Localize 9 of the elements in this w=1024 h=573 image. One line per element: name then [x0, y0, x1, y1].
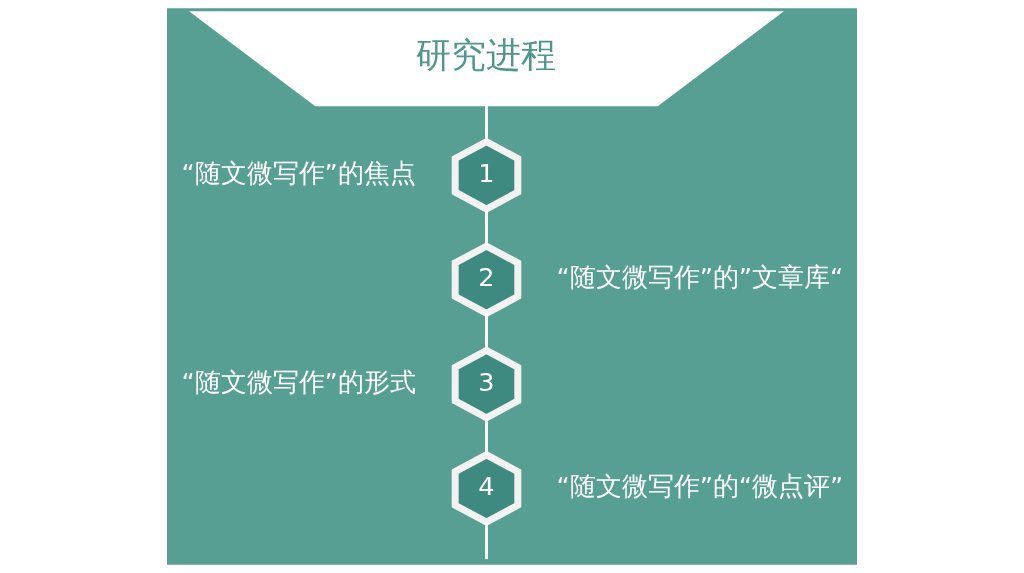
- node-label: “随文微写作”的形式: [181, 366, 416, 397]
- connector: [485, 418, 488, 455]
- connector: [485, 209, 488, 246]
- node-label: “随文微写作”的”文章库“: [556, 262, 844, 293]
- node-label: “随文微写作”的焦点: [181, 157, 416, 188]
- connector: [485, 522, 488, 560]
- connector: [485, 313, 488, 351]
- connector: [485, 104, 488, 142]
- node-label: “随文微写作”的“微点评”: [556, 470, 844, 501]
